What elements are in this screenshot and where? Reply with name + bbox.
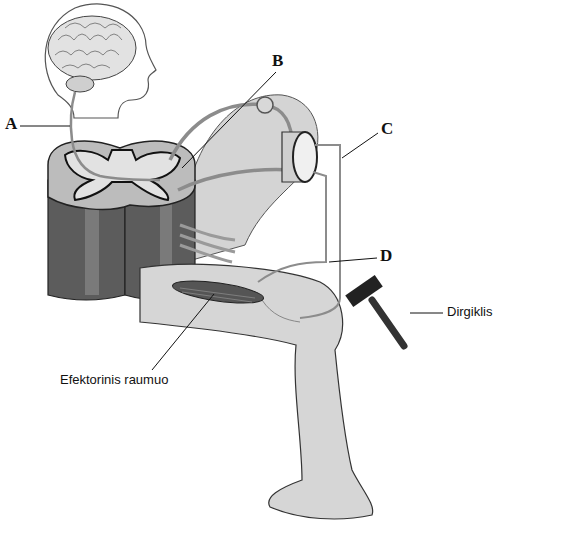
brain xyxy=(48,16,136,80)
nerve-trunk-end xyxy=(293,132,317,182)
muscle-fibres xyxy=(180,288,255,302)
knee-tendon xyxy=(262,300,300,322)
part-label: Efektorinis raumuo xyxy=(60,373,168,387)
part-letter: A xyxy=(5,115,17,134)
column-highlight xyxy=(85,200,99,295)
leader-lines xyxy=(20,72,443,370)
ascending-nerve xyxy=(71,92,160,180)
nerve-roots xyxy=(180,225,235,262)
part-letter: B xyxy=(272,52,283,71)
hammer-head xyxy=(345,275,383,307)
motor-fibre xyxy=(258,172,326,282)
sensory-fibre xyxy=(300,145,340,318)
motor-nerve xyxy=(178,170,292,190)
part-letter: C xyxy=(381,120,393,139)
ganglion xyxy=(257,97,273,113)
cerebellum xyxy=(66,76,94,92)
brain-folds xyxy=(55,23,122,68)
effector-muscle xyxy=(171,277,265,308)
sensory-nerve xyxy=(170,104,292,160)
hammer-handle xyxy=(372,300,404,346)
gray-matter xyxy=(65,150,180,200)
leg xyxy=(140,264,373,519)
part-letter: D xyxy=(380,247,392,266)
part-label: Dirgiklis xyxy=(447,305,493,319)
head xyxy=(45,4,156,118)
